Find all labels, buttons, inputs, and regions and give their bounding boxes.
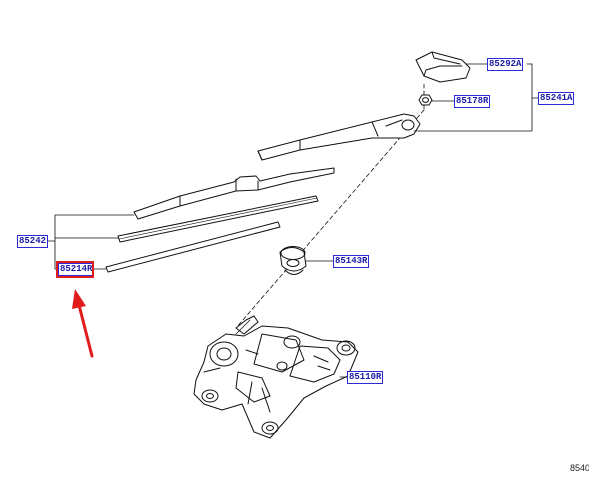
- diagram-code: 8540: [570, 463, 589, 473]
- wiper-arm-shape: [257, 113, 421, 161]
- pointer-arrow: [72, 289, 94, 358]
- nut-shape: [418, 94, 433, 106]
- callout-85242[interactable]: 85242: [17, 235, 49, 248]
- wiper-blade-shape: [133, 167, 335, 220]
- callout-85241A[interactable]: 85241A: [538, 92, 575, 105]
- callout-85143R[interactable]: 85143R: [333, 255, 370, 268]
- leader-lines: [47, 63, 539, 378]
- assembly-axis-line: [235, 109, 425, 329]
- callout-85110R[interactable]: 85110R: [347, 371, 384, 384]
- blade-insert-shape: [105, 221, 281, 273]
- callout-85178R[interactable]: 85178R: [454, 95, 491, 108]
- motor-shape: [193, 315, 359, 439]
- callout-85292A[interactable]: 85292A: [487, 58, 524, 71]
- grommet-shape: [279, 246, 307, 275]
- highlight-frame: [56, 261, 94, 278]
- blade-rubber-shape: [117, 195, 319, 243]
- arm-cover-shape: [415, 51, 471, 83]
